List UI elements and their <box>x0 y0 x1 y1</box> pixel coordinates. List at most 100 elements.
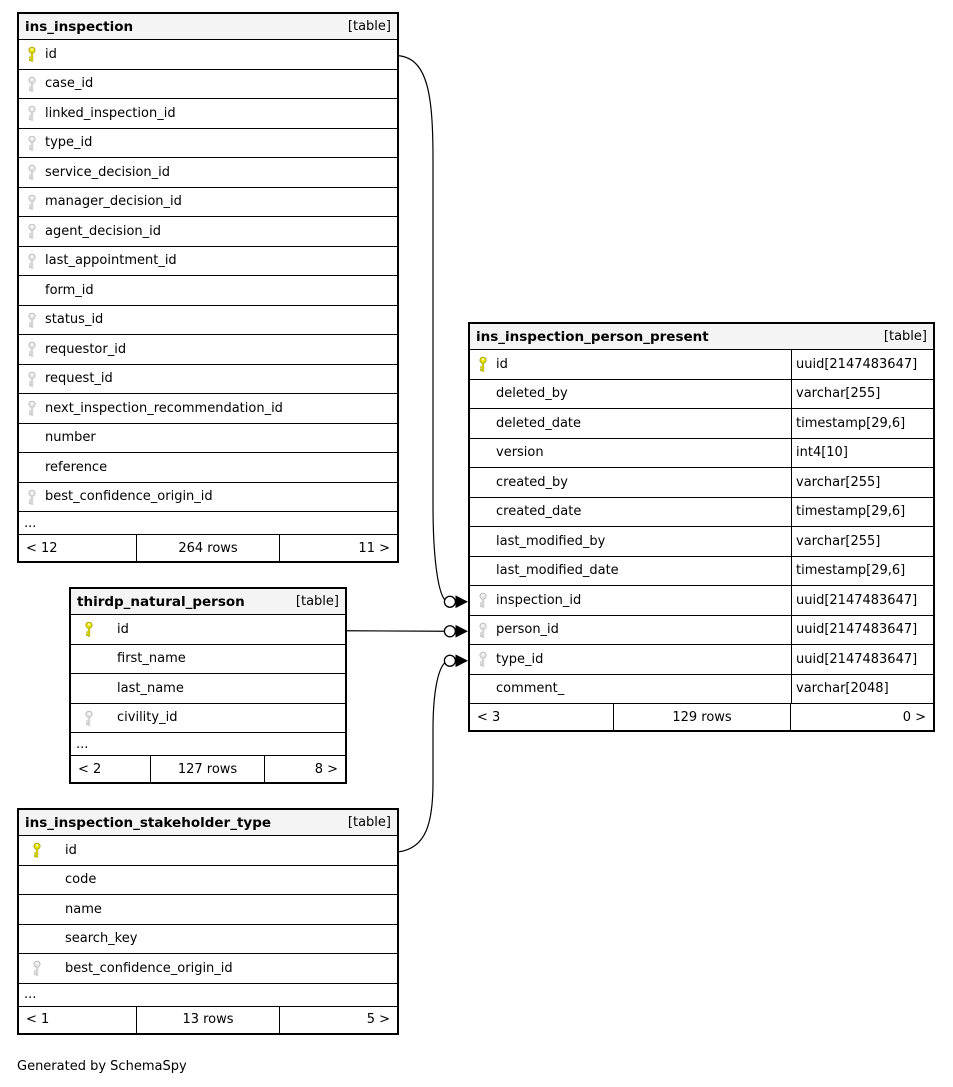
column-name: last_modified_date <box>496 563 619 579</box>
row-count: 127 rows <box>150 756 265 782</box>
relationship-edge-type <box>398 654 468 853</box>
column-name: first_name <box>117 651 186 667</box>
column-name: search_key <box>65 931 138 947</box>
column-name: version <box>496 445 544 461</box>
column-name: form_id <box>45 282 94 298</box>
column-name: type_id <box>496 651 544 667</box>
no-key-icon <box>478 415 488 431</box>
foreign-key-icon <box>478 622 488 638</box>
column-name: last_name <box>117 680 184 696</box>
column-name: request_id <box>45 371 113 387</box>
primary-key-icon <box>84 621 94 637</box>
column-row: number <box>19 423 397 453</box>
table-name[interactable]: ins_inspection <box>25 18 134 35</box>
column-type: uuid[2147483647] <box>791 645 933 674</box>
column-name: linked_inspection_id <box>45 105 176 121</box>
foreign-key-icon <box>27 371 37 387</box>
column-name: inspection_id <box>496 592 582 608</box>
column-name: name <box>65 901 102 917</box>
ellipsis-row: ... <box>71 733 345 756</box>
foreign-key-icon <box>32 960 42 976</box>
column-row: best_confidence_origin_id <box>19 954 397 984</box>
ellipsis-row: ... <box>19 512 397 535</box>
column-row: requestor_id <box>19 335 397 365</box>
column-row: case_id <box>19 69 397 99</box>
column-row: linked_inspection_id <box>19 99 397 129</box>
column-row: last_modified_by varchar[255] <box>470 527 933 557</box>
table-header: thirdp_natural_person [table] <box>71 589 345 615</box>
column-name: agent_decision_id <box>45 223 162 239</box>
column-row: last_appointment_id <box>19 246 397 276</box>
column-name: next_inspection_recommendation_id <box>45 400 283 416</box>
column-row: type_id uuid[2147483647] <box>470 645 933 675</box>
no-key-icon <box>478 386 488 402</box>
column-name: last_modified_by <box>496 533 606 549</box>
column-name: reference <box>45 459 108 475</box>
table-name[interactable]: ins_inspection_stakeholder_type <box>25 814 272 831</box>
no-key-icon <box>478 474 488 490</box>
pager-parents-count: 0 > <box>902 709 926 725</box>
table-name[interactable]: ins_inspection_person_present <box>476 328 709 345</box>
column-name: type_id <box>45 135 93 151</box>
pager-children-count: < 1 <box>26 1012 50 1027</box>
table-footer: < 12 264 rows 11 > <box>19 535 397 561</box>
table-footer: < 2 127 rows 8 > <box>71 756 345 782</box>
relationship-edge-inspection <box>398 55 468 609</box>
table-ins-inspection-person-present: ins_inspection_person_present [table] id… <box>468 322 935 732</box>
column-row: comment_varchar[2048] <box>470 674 933 704</box>
column-name: last_appointment_id <box>45 253 177 269</box>
column-name: number <box>45 430 96 446</box>
no-key-icon <box>27 459 37 475</box>
column-row: search_key <box>19 924 397 954</box>
table-badge: [table] <box>347 19 391 34</box>
foreign-key-icon <box>27 223 37 239</box>
no-key-icon <box>27 282 37 298</box>
column-row: civility_id <box>71 703 345 733</box>
no-key-icon <box>84 680 94 696</box>
table-footer: < 3 129 rows 0 > <box>470 704 933 730</box>
no-key-icon <box>32 872 42 888</box>
column-row: form_id <box>19 276 397 306</box>
pager-children-count: < 12 <box>26 540 58 556</box>
primary-key-icon <box>32 842 42 858</box>
foreign-key-icon <box>478 592 488 608</box>
edge-crowfoot-arrow <box>455 654 468 668</box>
column-row: next_inspection_recommendation_id <box>19 394 397 424</box>
ellipsis-row: ... <box>19 984 397 1007</box>
column-type: varchar[255] <box>791 527 933 556</box>
column-row: reference <box>19 453 397 483</box>
column-row: manager_decision_id <box>19 187 397 217</box>
column-name: comment_ <box>496 681 565 697</box>
foreign-key-icon <box>84 710 94 726</box>
foreign-key-icon <box>27 76 37 92</box>
edge-crowfoot-arrow <box>455 595 468 609</box>
no-key-icon <box>84 651 94 667</box>
foreign-key-icon <box>27 312 37 328</box>
column-type: uuid[2147483647] <box>791 615 933 644</box>
foreign-key-icon <box>27 341 37 357</box>
edge-crowfoot-arrow <box>455 624 468 638</box>
column-row: type_id <box>19 128 397 158</box>
column-type: timestamp[29,6] <box>791 556 933 585</box>
foreign-key-icon <box>27 135 37 151</box>
column-name: created_by <box>496 474 568 490</box>
column-name: id <box>65 842 77 858</box>
table-header: ins_inspection [table] <box>19 14 397 40</box>
foreign-key-icon <box>27 400 37 416</box>
table-name[interactable]: thirdp_natural_person <box>77 593 245 610</box>
column-name: best_confidence_origin_id <box>65 960 233 976</box>
no-key-icon <box>27 430 37 446</box>
foreign-key-icon <box>27 489 37 505</box>
column-row: last_name <box>71 674 345 704</box>
table-header: ins_inspection_stakeholder_type [table] <box>19 810 397 836</box>
column-row: best_confidence_origin_id <box>19 482 397 512</box>
column-name: code <box>65 872 97 888</box>
